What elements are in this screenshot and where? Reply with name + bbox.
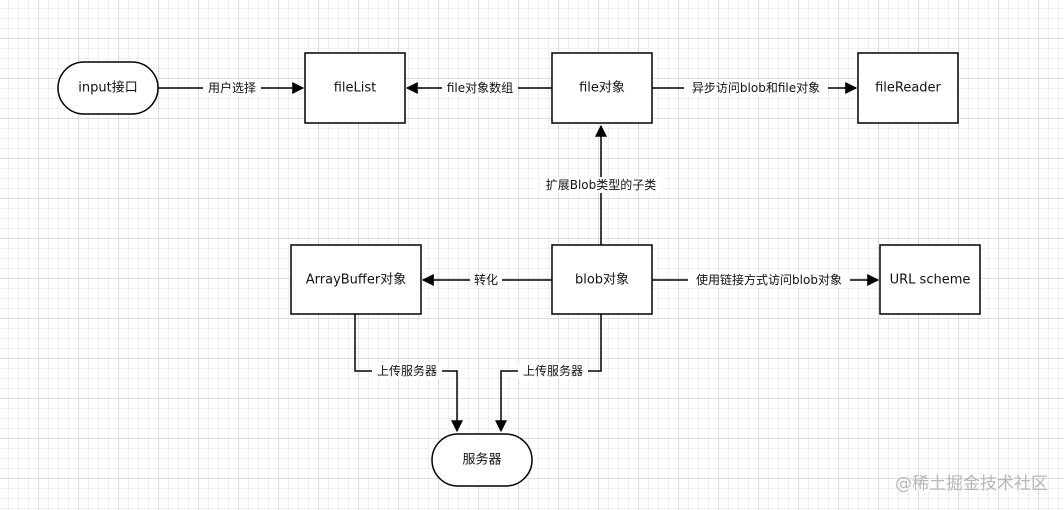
edge-label-arraybuffer-server: 上传服务器 (372, 363, 442, 379)
svg-text:异步访问blob和file对象: 异步访问blob和file对象 (692, 81, 820, 95)
edge-label-file-filereader: 异步访问blob和file对象 (684, 80, 828, 96)
node-arraybuffer: ArrayBuffer对象 (290, 244, 422, 315)
node-input: input接口 (57, 61, 159, 115)
edge-label-file-filelist: file对象数组 (442, 80, 518, 96)
svg-text:ArrayBuffer对象: ArrayBuffer对象 (306, 273, 406, 288)
node-file: file对象 (551, 52, 653, 124)
svg-text:file对象: file对象 (579, 81, 625, 96)
svg-text:fileReader: fileReader (875, 81, 941, 96)
node-filereader: fileReader (857, 52, 959, 124)
node-urlscheme: URL scheme (879, 244, 981, 315)
edge-label-blob-file: 扩展Blob类型的子类 (541, 177, 661, 193)
svg-text:使用链接方式访问blob对象: 使用链接方式访问blob对象 (696, 272, 842, 287)
edge-label-blob-server: 上传服务器 (518, 363, 588, 379)
svg-text:blob对象: blob对象 (575, 273, 629, 288)
svg-text:上传服务器: 上传服务器 (377, 363, 437, 378)
edge-label-blob-urlscheme: 使用链接方式访问blob对象 (688, 272, 850, 288)
edge-label-input-filelist: 用户选择 (203, 80, 261, 96)
svg-text:服务器: 服务器 (462, 452, 501, 468)
svg-text:转化: 转化 (474, 272, 498, 287)
svg-text:用户选择: 用户选择 (208, 80, 256, 95)
svg-text:fileList: fileList (334, 81, 377, 96)
node-server: 服务器 (431, 433, 533, 487)
svg-text:上传服务器: 上传服务器 (523, 363, 583, 378)
node-filelist: fileList (304, 52, 406, 124)
svg-text:file对象数组: file对象数组 (447, 80, 513, 95)
svg-text:input接口: input接口 (78, 80, 137, 96)
watermark: @稀土掘金技术社区 (895, 474, 1048, 494)
node-blob: blob对象 (551, 244, 653, 315)
svg-text:URL scheme: URL scheme (890, 273, 971, 288)
svg-text:扩展Blob类型的子类: 扩展Blob类型的子类 (546, 177, 657, 192)
edge-label-blob-arraybuffer: 转化 (470, 272, 502, 288)
